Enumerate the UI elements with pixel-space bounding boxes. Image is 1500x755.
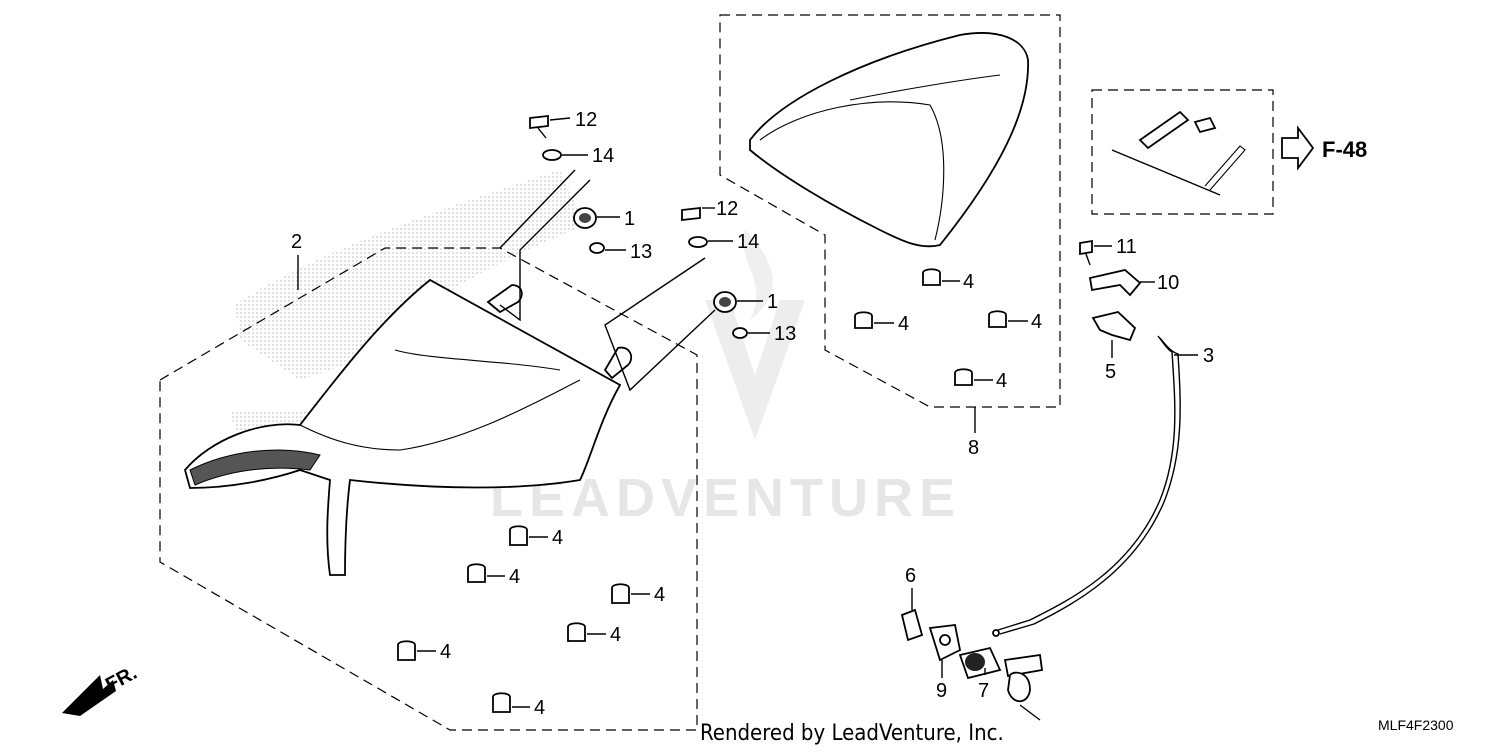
clip-6 bbox=[900, 588, 924, 642]
bolt-11 bbox=[1079, 239, 1112, 266]
seat-latch-5 bbox=[1091, 311, 1137, 358]
rubber-pad-front-6 bbox=[492, 692, 530, 713]
callout-12-right: 12 bbox=[716, 198, 738, 220]
reference-arrow-icon bbox=[1281, 125, 1315, 171]
reference-label: F-48 bbox=[1322, 137, 1367, 162]
grommet-1-upper bbox=[573, 207, 620, 229]
callout-4-front-2: 4 bbox=[509, 566, 520, 588]
rubber-pad-front-5 bbox=[397, 640, 436, 661]
callout-4-rear-3: 4 bbox=[1031, 311, 1042, 333]
rear-seat-group-outline bbox=[719, 14, 1061, 408]
leader-upper-group bbox=[499, 169, 591, 322]
seat-lock-cable-3 bbox=[992, 335, 1198, 637]
rubber-pad-front-1 bbox=[509, 525, 548, 546]
callout-13-right: 13 bbox=[774, 323, 796, 345]
callout-4-front-6: 4 bbox=[534, 697, 545, 719]
callout-4-front-3: 4 bbox=[654, 584, 665, 606]
rubber-pad-rear-1 bbox=[922, 268, 960, 286]
callout-3: 3 bbox=[1203, 345, 1214, 367]
front-seat-group-outline bbox=[159, 247, 698, 731]
callout-9: 9 bbox=[936, 680, 947, 702]
tool-kit-outline bbox=[1091, 89, 1274, 215]
callout-8: 8 bbox=[968, 437, 979, 459]
rubber-pad-rear-4 bbox=[954, 368, 993, 386]
callout-2: 2 bbox=[291, 231, 302, 253]
rubber-pad-rear-3 bbox=[988, 310, 1028, 328]
watermark-logo bbox=[705, 230, 805, 440]
tool-kit bbox=[1111, 110, 1246, 196]
callout-14-upper: 14 bbox=[592, 145, 614, 167]
callout-4-rear-2: 4 bbox=[898, 313, 909, 335]
callout-12-upper: 12 bbox=[575, 109, 597, 131]
rear-seat-cowl bbox=[749, 32, 1029, 248]
callout-4-front-4: 4 bbox=[610, 624, 621, 646]
washer-14-right bbox=[688, 236, 733, 248]
callout-6: 6 bbox=[905, 565, 916, 587]
key-cylinder-7 bbox=[958, 646, 1044, 721]
front-seat bbox=[184, 278, 632, 576]
bolt-12-right bbox=[681, 206, 715, 222]
callout-11: 11 bbox=[1116, 236, 1137, 258]
credit-text: Rendered by LeadVenture, Inc. bbox=[700, 721, 1004, 746]
collar-13-right bbox=[732, 327, 770, 339]
diagram-code: MLF4F2300 bbox=[1378, 717, 1454, 733]
rubber-pad-front-3 bbox=[611, 583, 650, 604]
callout-13-upper: 13 bbox=[630, 241, 652, 263]
callout-1-right: 1 bbox=[767, 291, 778, 313]
callout-4-rear-1: 4 bbox=[963, 271, 974, 293]
washer-14-upper bbox=[542, 149, 588, 161]
callout-4-front-1: 4 bbox=[552, 527, 563, 549]
front-direction-icon: FR. bbox=[62, 662, 141, 716]
bolt-12-upper bbox=[529, 114, 571, 139]
holder-9 bbox=[928, 624, 962, 678]
grommet-1-right bbox=[713, 291, 763, 313]
callout-5: 5 bbox=[1105, 361, 1116, 383]
callout-1-upper: 1 bbox=[624, 208, 635, 230]
collar-13-upper bbox=[589, 242, 626, 254]
bracket-10 bbox=[1088, 269, 1155, 297]
callout-10: 10 bbox=[1157, 272, 1179, 294]
rubber-pad-front-4 bbox=[567, 622, 606, 642]
rubber-pad-rear-2 bbox=[854, 311, 894, 329]
rubber-pad-front-2 bbox=[467, 563, 505, 583]
callout-4-rear-4: 4 bbox=[996, 370, 1007, 392]
callout-4-front-5: 4 bbox=[440, 641, 451, 663]
callout-7: 7 bbox=[978, 680, 989, 702]
callout-14-right: 14 bbox=[737, 231, 759, 253]
leader-right-group bbox=[604, 257, 716, 392]
